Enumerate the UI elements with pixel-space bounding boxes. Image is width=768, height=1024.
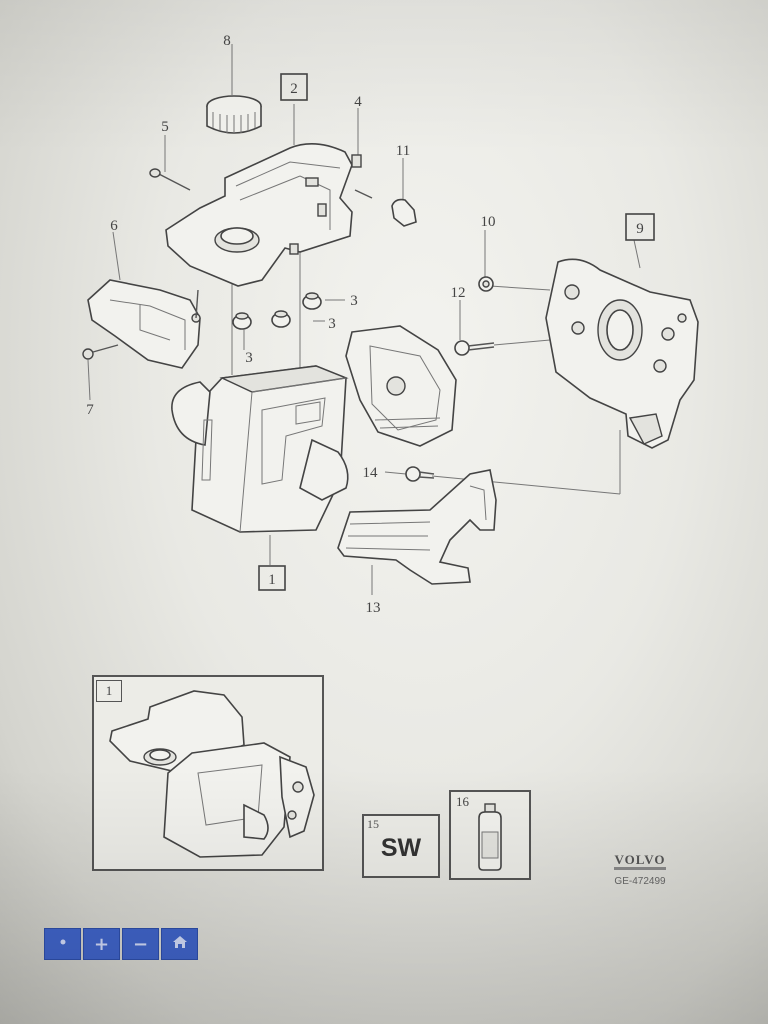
callout-7: 7	[86, 402, 94, 418]
grommet-11	[391, 198, 417, 227]
callout-13: 13	[366, 600, 381, 616]
callout-14: 14	[363, 465, 379, 481]
brake-fluid-reservoir	[165, 143, 353, 287]
callout-10: 10	[481, 214, 496, 230]
brake-fluid-box	[449, 790, 531, 880]
assembly-inset	[92, 675, 324, 871]
software-label: SW	[380, 834, 422, 862]
home-button[interactable]	[161, 928, 198, 960]
callout-4: 4	[354, 94, 362, 110]
fluid-number: 16	[456, 794, 469, 809]
bracket-13	[337, 469, 497, 585]
callout-1: 1	[268, 572, 276, 588]
callout-3c: 3	[245, 350, 253, 366]
callout-12: 12	[451, 285, 466, 301]
bracket-6	[87, 279, 201, 369]
screw-7	[82, 344, 119, 360]
callout-2: 2	[290, 81, 298, 97]
nut-10	[478, 276, 494, 292]
bolt-5	[149, 168, 191, 191]
brand-logo: VOLVO	[614, 852, 666, 867]
part-callouts: 8 2 4 5 11 6 10 9 12 3 3 3 7 14 1 13	[86, 33, 655, 616]
callout-3a: 3	[350, 293, 358, 309]
master-cylinder-1	[171, 365, 349, 533]
valve-body	[345, 325, 457, 447]
assembled-unit-illustration	[109, 690, 315, 858]
software-number: 15	[367, 817, 379, 831]
callout-11: 11	[396, 143, 410, 159]
zoom-out-icon: −	[132, 933, 149, 955]
grommets-3	[232, 292, 322, 330]
mounting-plate-9	[545, 258, 699, 449]
callout-9-box	[625, 213, 655, 241]
home-icon	[171, 933, 189, 956]
dot-button[interactable]	[44, 928, 81, 960]
zoom-in-button[interactable]: +	[83, 928, 120, 960]
inset-label: 1	[96, 680, 122, 702]
fitting-4	[351, 154, 373, 199]
dot-icon	[54, 933, 72, 956]
fluid-bottle-icon	[478, 803, 502, 871]
callout-1-box	[258, 565, 286, 591]
callout-8: 8	[223, 33, 231, 49]
diagram-code: GE-472499	[614, 876, 666, 887]
callout-2-box	[280, 73, 308, 101]
brand-underline	[614, 867, 666, 870]
callout-5: 5	[161, 119, 169, 135]
zoom-in-icon: +	[93, 933, 110, 955]
zoom-toolbar: + −	[44, 928, 200, 960]
bolt-12	[454, 340, 495, 356]
callout-3b: 3	[328, 316, 336, 332]
zoom-out-button[interactable]: −	[122, 928, 159, 960]
callout-6: 6	[110, 218, 118, 234]
reservoir-cap	[206, 95, 262, 134]
screw-14	[405, 466, 435, 482]
software-box	[362, 814, 440, 878]
callout-9: 9	[636, 221, 644, 237]
